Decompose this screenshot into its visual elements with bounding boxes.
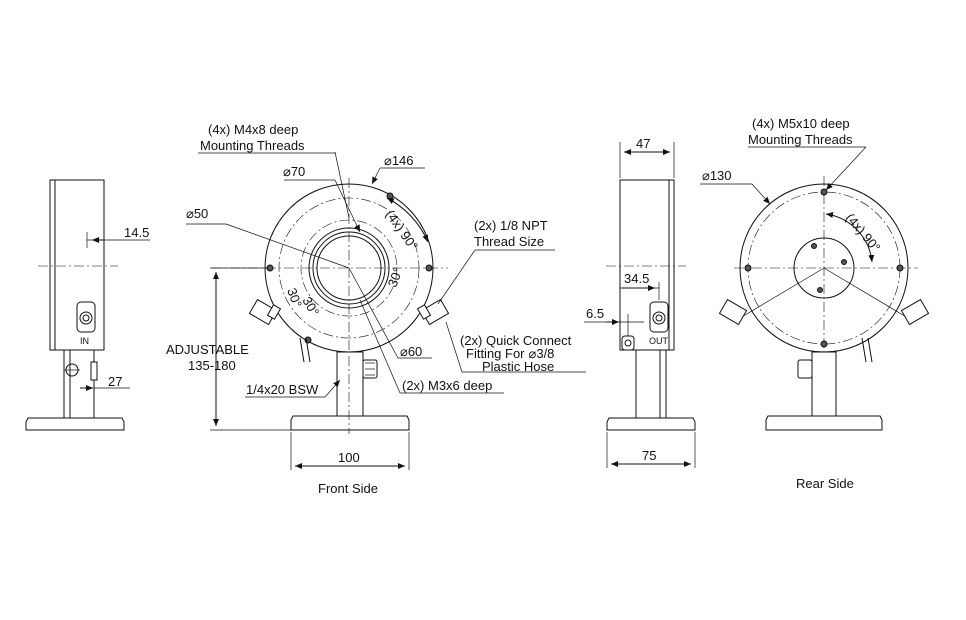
- left-post: [63, 349, 95, 419]
- front-qc-2-prefix: Fitting For: [466, 346, 525, 361]
- front-qc-2-symbol: ⌀: [529, 346, 537, 361]
- front-base-width: 100: [338, 450, 360, 465]
- front-d60-symbol: ⌀: [400, 344, 408, 359]
- left-dim-bottom: 27: [108, 374, 122, 389]
- svg-text:⌀130: ⌀130: [702, 168, 732, 183]
- left-fitting: [76, 301, 96, 333]
- right-dim-small: 6.5: [586, 306, 604, 321]
- front-npt-2: Thread Size: [474, 234, 544, 249]
- front-d50-symbol: ⌀: [186, 206, 194, 221]
- front-qc-3: Plastic Hose: [482, 359, 554, 374]
- front-base: [290, 415, 410, 431]
- svg-text:⌀146: ⌀146: [384, 153, 414, 168]
- rear-view: (4x) 90° (4x) M5x10 deep Mounting Thread…: [700, 116, 930, 491]
- svg-text:⌀60: ⌀60: [400, 344, 422, 359]
- front-hole-right: [425, 264, 433, 272]
- front-qc-2-value: 3/8: [536, 346, 554, 361]
- front-adjustable: ADJUSTABLE: [166, 342, 249, 357]
- front-fitting-right: [416, 298, 450, 326]
- rear-base: [765, 415, 883, 431]
- rear-fitting-left: [718, 298, 748, 326]
- front-mount-threads-1: (4x) M4x8 deep: [208, 122, 298, 137]
- rear-angle-90: (4x) 90°: [843, 210, 884, 255]
- front-d146: 146: [392, 153, 414, 168]
- front-d70: 70: [291, 164, 305, 179]
- right-fitting: [649, 301, 669, 333]
- rear-d130: 130: [710, 168, 732, 183]
- right-dim-top: 47: [636, 136, 650, 151]
- left-dim-top: 14.5: [124, 225, 149, 240]
- svg-text:⌀70: ⌀70: [283, 164, 305, 179]
- rear-caption: Rear Side: [796, 476, 854, 491]
- rear-mount-threads-2: Mounting Threads: [748, 132, 853, 147]
- front-d60: 60: [408, 344, 422, 359]
- front-fitting-left: [248, 298, 282, 326]
- right-side-view: OUT 47 34.5 6.5 75: [584, 136, 696, 468]
- rear-d130-symbol: ⌀: [702, 168, 710, 183]
- right-base-width: 75: [642, 448, 656, 463]
- right-base: [606, 417, 696, 431]
- front-npt-1: (2x) 1/8 NPT: [474, 218, 548, 233]
- right-dim-mid: 34.5: [624, 271, 649, 286]
- rear-fitting-right: [900, 298, 930, 326]
- front-mount-threads-2: Mounting Threads: [200, 138, 305, 153]
- front-angle-30a: 30°: [284, 286, 305, 310]
- front-d146-symbol: ⌀: [384, 153, 392, 168]
- rear-post: [811, 351, 837, 417]
- left-side-view: IN 14.5 27: [25, 179, 150, 431]
- left-port-label: IN: [80, 336, 89, 346]
- svg-text:Fitting For⌀3/8: Fitting For ⌀3/8: [466, 346, 554, 361]
- front-post: [336, 351, 364, 417]
- front-d50: 50: [194, 206, 208, 221]
- front-angle-90: (4x) 90°: [383, 207, 421, 253]
- front-caption: Front Side: [318, 481, 378, 496]
- front-m3: (2x) M3x6 deep: [402, 378, 492, 393]
- front-adjustable-range: 135-180: [188, 358, 236, 373]
- rear-mount-threads-1: (4x) M5x10 deep: [752, 116, 850, 131]
- right-post: [635, 349, 667, 419]
- left-base: [25, 417, 125, 431]
- front-bsw: 1/4x20 BSW: [246, 382, 319, 397]
- front-view: (4x) 90° 30° 30° 30° (4x) M4x8 deep Moun…: [166, 122, 586, 496]
- right-port-label: OUT: [649, 336, 669, 346]
- front-d70-symbol: ⌀: [283, 164, 291, 179]
- front-qc-1: (2x) Quick Connect: [460, 333, 572, 348]
- front-angle-30c: 30°: [385, 265, 406, 289]
- svg-text:⌀50: ⌀50: [186, 206, 208, 221]
